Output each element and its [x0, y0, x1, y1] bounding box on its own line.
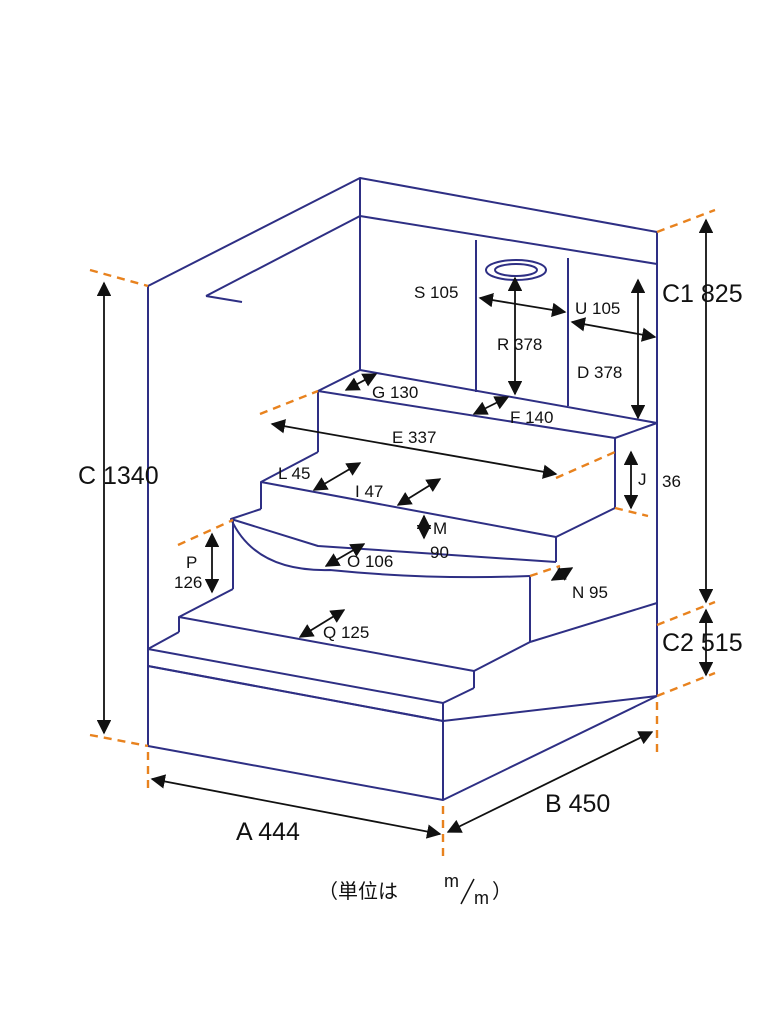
handrail-lip	[205, 295, 243, 303]
unit-note-m-bottom: m	[474, 888, 489, 908]
unit-note-m-top: m	[444, 871, 459, 891]
label-m: M	[433, 519, 447, 538]
label-c: C 1340	[78, 462, 159, 490]
label-f: F 140	[510, 408, 553, 427]
label-p-value: 126	[174, 573, 202, 592]
n-extension	[529, 564, 561, 578]
label-p: P	[186, 553, 197, 572]
c2-division	[529, 602, 658, 643]
label-r: R 378	[497, 335, 542, 354]
label-d: D 378	[577, 363, 622, 382]
i-dimension-arrow	[396, 478, 442, 506]
unit-note-open: （単位は	[318, 880, 398, 903]
label-j: J	[638, 470, 647, 489]
s-dimension-arrow	[478, 293, 567, 317]
c2-bottom-extension	[656, 671, 716, 698]
a-dimension-arrow	[150, 774, 442, 839]
lower-step-tread	[178, 588, 531, 672]
label-c2: C2 515	[662, 629, 743, 657]
c-top-extension	[89, 268, 149, 288]
base-front-top	[147, 665, 658, 722]
label-q: Q 125	[323, 623, 369, 642]
e-left-extension	[259, 389, 319, 416]
n-dimension-arrow	[550, 567, 574, 581]
c1-top-extension	[656, 208, 716, 234]
e-right-extension	[555, 450, 616, 480]
p-top-extension	[177, 518, 234, 547]
back-top-edge	[147, 177, 658, 287]
label-n: N 95	[572, 583, 608, 602]
label-b: B 450	[545, 790, 610, 818]
curved-step	[230, 518, 531, 579]
upper-back-rim	[359, 215, 658, 265]
dimension-arrows	[96, 218, 714, 839]
label-j-value: 36	[662, 472, 681, 491]
unit-note: （単位は m m ）	[318, 871, 512, 908]
label-u: U 105	[575, 299, 620, 318]
label-a: A 444	[236, 818, 300, 846]
e-dimension-arrow	[270, 419, 558, 479]
third-step-edge	[230, 508, 557, 563]
handle-opening-inner	[494, 263, 538, 277]
dimension-extensions	[89, 208, 716, 856]
j-bottom-extension	[614, 506, 649, 518]
label-l: L 45	[278, 464, 310, 483]
c-bottom-extension	[89, 733, 149, 748]
u-dimension-arrow	[570, 317, 657, 342]
label-o: O 106	[347, 552, 393, 571]
label-g: G 130	[372, 383, 418, 402]
label-m-value: 90	[430, 543, 449, 562]
unit-note-close: ）	[492, 880, 512, 903]
label-e: E 337	[392, 428, 436, 447]
handrail-ledge	[205, 215, 361, 297]
unit-outline	[147, 177, 658, 801]
unit-note-slash	[460, 878, 475, 905]
c2-top-extension	[656, 600, 716, 627]
b-dimension-arrow	[446, 731, 654, 833]
label-c1: C1 825	[662, 280, 743, 308]
f-dimension-arrow	[472, 396, 510, 415]
label-i: I 47	[355, 482, 383, 501]
q-dimension-arrow	[298, 609, 346, 638]
o-dimension-arrow	[324, 543, 366, 567]
label-s: S 105	[414, 283, 458, 302]
base-bottom	[147, 695, 658, 801]
l-dimension-arrow	[312, 462, 362, 491]
dimension-labels: C 1340 C1 825 C2 515 A 444 B 450 S 105 R…	[78, 280, 743, 846]
base-step-tread	[147, 631, 475, 704]
g-dimension-arrow	[344, 373, 378, 391]
